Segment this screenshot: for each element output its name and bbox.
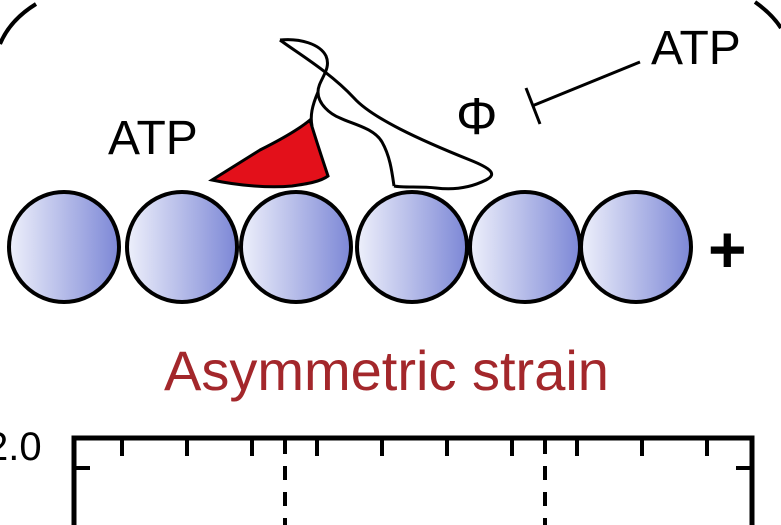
axis-tick-label: 2.0 xyxy=(0,425,42,469)
myosin-neck-line xyxy=(309,91,320,127)
actin-bead xyxy=(239,190,353,304)
myosin-head xyxy=(208,117,330,189)
atp-left-label: ATP xyxy=(108,112,198,165)
frame-arc-left xyxy=(0,2,38,45)
actin-bead xyxy=(355,190,469,304)
actin-bead xyxy=(125,190,239,304)
plus-sign: + xyxy=(708,212,747,286)
myosin-tail-loop xyxy=(279,38,493,191)
inhibition-line xyxy=(531,60,641,108)
actin-bead xyxy=(7,190,121,304)
actin-filament xyxy=(7,190,693,304)
plot-dashed-guides xyxy=(283,440,547,525)
plot-axis-ticks xyxy=(74,438,752,470)
myosin-lever-line xyxy=(279,38,396,187)
atp-right-label: ATP xyxy=(651,22,741,75)
actin-bead xyxy=(468,190,582,304)
phi-symbol: Φ xyxy=(456,88,498,146)
frame-arc-right xyxy=(753,0,781,30)
actin-bead xyxy=(579,190,693,304)
plot-axis-frame xyxy=(71,435,755,525)
asymmetric-strain-caption: Asymmetric strain xyxy=(164,339,609,402)
inhibition-bar xyxy=(524,87,542,125)
